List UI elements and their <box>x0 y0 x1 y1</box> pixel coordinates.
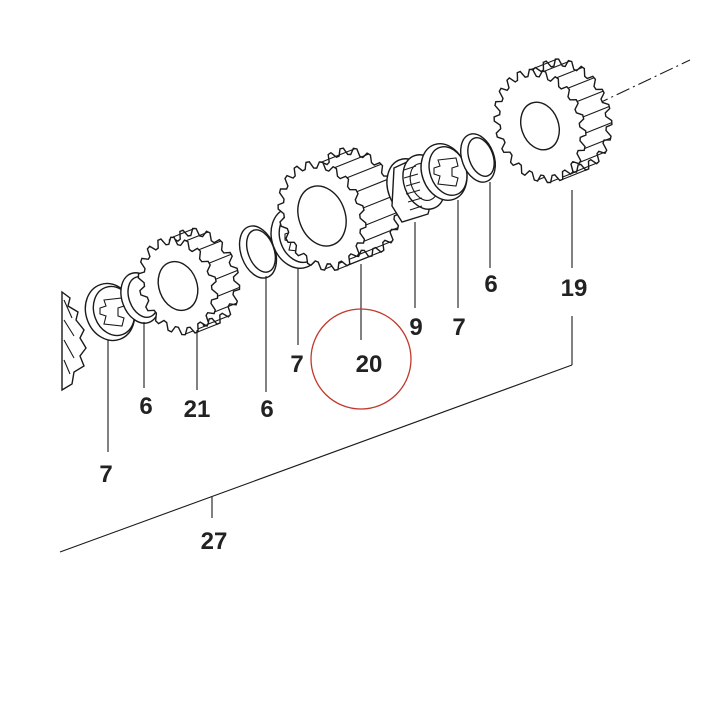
gear19-tooth-line <box>576 90 604 103</box>
part-6-snap-ring-right <box>460 133 496 183</box>
gear21-tooth-line <box>217 286 240 297</box>
gear21-tooth-line <box>172 227 195 238</box>
label-part-6-middle: 6 <box>260 396 273 423</box>
gear19-tooth-line <box>571 162 599 174</box>
label-part-21: 21 <box>184 396 211 423</box>
gear19-tooth-line <box>567 77 595 89</box>
gear20-tooth-line <box>336 255 371 271</box>
gear21-tooth-line <box>215 269 238 280</box>
label-part-27: 27 <box>201 528 228 555</box>
part-21-gear <box>137 227 241 336</box>
gear21-tooth-line <box>196 323 219 333</box>
gear21-tooth-line <box>198 240 222 251</box>
part-7-washer-right <box>420 143 468 201</box>
gear19-tooth-line <box>556 66 583 79</box>
part-20-gear <box>277 147 401 271</box>
gear19-tooth-line <box>585 122 613 134</box>
gear19-hub-bore <box>520 101 560 151</box>
gear20-tooth-line <box>334 153 369 169</box>
gear21-tooth-line <box>214 302 237 313</box>
gear19-tooth-line <box>543 60 571 72</box>
label-part-20: 20 <box>356 351 383 378</box>
label-part-7-left: 7 <box>99 461 112 488</box>
gear19-tooth-line <box>582 105 610 118</box>
gear21-tooth-line <box>185 231 209 242</box>
label-part-7-middle: 7 <box>290 351 303 378</box>
label-part-7-right: 7 <box>452 314 465 341</box>
label-part-6-right: 6 <box>484 271 497 298</box>
part-19-gear <box>493 58 613 184</box>
gear19-tooth-line <box>579 151 607 163</box>
partial-gear-left <box>61 290 87 392</box>
gear21-tooth-line <box>208 253 232 264</box>
gear20-tooth-line <box>365 210 401 226</box>
gear20-tooth-line <box>320 148 356 163</box>
gear21-tooth-line <box>207 315 230 325</box>
gear19-tooth-line <box>584 137 611 150</box>
shaft-axis-line <box>594 59 691 106</box>
leader-lines <box>59 182 573 553</box>
gear20-tooth-line <box>322 255 358 271</box>
label-part-19: 19 <box>561 275 588 302</box>
gear20-tooth-line <box>356 177 392 193</box>
gear19-tooth-line <box>561 168 588 181</box>
highlight-circle <box>310 308 412 410</box>
gear20-tooth-line <box>346 163 382 179</box>
gear20-tooth-line <box>363 227 399 242</box>
label-part-9: 9 <box>409 314 422 341</box>
gear21-hub-bore <box>157 260 199 312</box>
gear20-hub-bore <box>297 185 347 247</box>
gear19-tooth-line <box>530 58 558 71</box>
gear20-tooth-line <box>357 240 393 256</box>
label-part-6-left: 6 <box>139 393 152 420</box>
